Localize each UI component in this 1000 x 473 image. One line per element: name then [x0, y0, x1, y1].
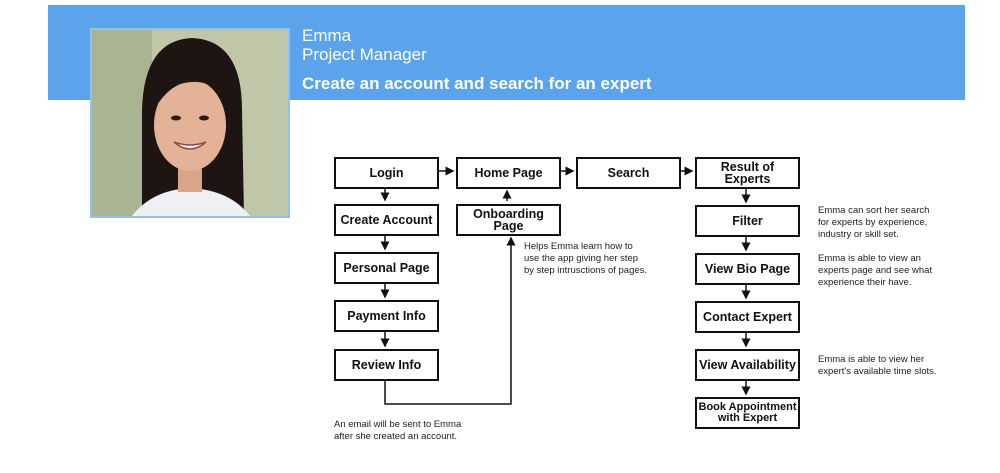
node-onboarding-page: Onboarding Page [456, 204, 561, 236]
node-view-bio-page: View Bio Page [695, 253, 800, 285]
node-payment-info: Payment Info [334, 300, 439, 332]
persona-name: Emma [302, 26, 352, 45]
node-home-page: Home Page [456, 157, 561, 189]
note-availability: Emma is able to view her expert's availa… [818, 354, 937, 377]
arrow-review-onboarding [384, 236, 516, 405]
node-login: Login [334, 157, 439, 189]
persona-goal: Create an account and search for an expe… [302, 74, 652, 93]
node-view-availability: View Availability [695, 349, 800, 381]
note-bio: Emma is able to view an experts page and… [818, 253, 933, 288]
note-filter: Emma can sort her search for experts by … [818, 205, 930, 240]
node-search: Search [576, 157, 681, 189]
node-personal-page: Personal Page [334, 252, 439, 284]
note-email: An email will be sent to Emma after she … [334, 419, 462, 442]
node-contact-expert: Contact Expert [695, 301, 800, 333]
node-result-of-experts: Result of Experts [695, 157, 800, 189]
note-onboarding: Helps Emma learn how to use the app givi… [524, 241, 648, 276]
node-create-account: Create Account [334, 204, 439, 236]
node-review-info: Review Info [334, 349, 439, 381]
persona-role: Project Manager [302, 45, 427, 64]
persona-photo [90, 28, 290, 218]
node-book-appointment: Book Appointment with Expert [695, 397, 800, 429]
node-filter: Filter [695, 205, 800, 237]
